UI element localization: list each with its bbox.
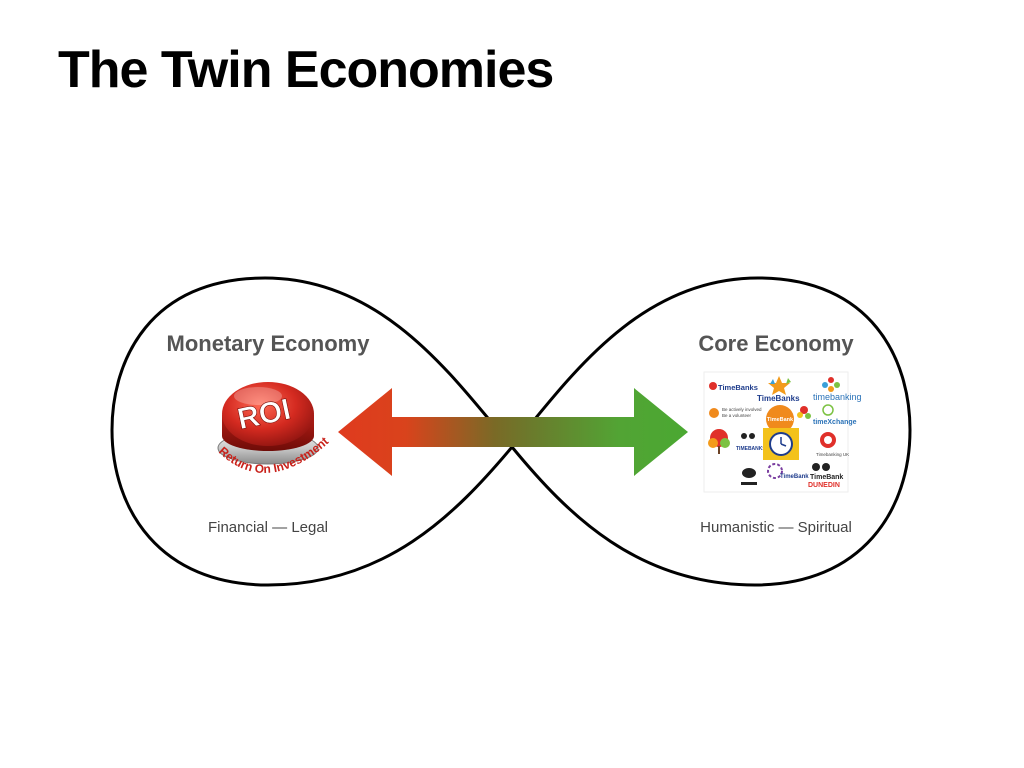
flower-logo-icon [797,406,811,419]
timebank-logo-collage: TimeBanks TimeBanks timebanking Be activ… [703,371,862,493]
core-economy-subtitle: Humanistic — Spiritual [700,519,852,536]
timebanks-logo-text-1: TimeBanks [718,383,758,392]
spiral-logo-icon: TimeBank [767,463,809,480]
double-arrow [338,388,688,476]
timebanks-logo-text-3: TIMEBANKS [736,446,766,452]
timebanks-logo-text-2: TimeBanks [757,394,800,403]
timebanks-logo-icon: TimeBanks [709,382,758,392]
tree-logo-icon [708,429,730,454]
slide-title: The Twin Economies [58,41,554,99]
timebanking-logo-text: timebanking [813,392,862,402]
timebanking-uk-logo-text: Timebanking UK [816,452,849,457]
dunedin-logo-icon: TimeBank DUNEDIN [808,463,843,489]
roi-button-icon: ROI Return On Investment [216,382,331,476]
timebank-badge-text: TimeBank [767,417,794,423]
monetary-economy-title: Monetary Economy [167,331,371,356]
timexchange-logo-text: timeXchange [813,419,857,426]
volunteer-logo-text-1: Be actively involved [722,407,762,412]
timebank-logo-text-2: TimeBank [780,474,809,480]
star-logo-icon: TimeBanks [757,376,800,403]
core-economy-title: Core Economy [698,331,854,356]
timebank-logo-text-3: TimeBank [810,474,843,481]
timexchange-logo-icon: timeXchange [813,404,857,426]
timebanking-uk-logo-icon: Timebanking UK [816,432,849,457]
timebanking-logo-icon: timebanking [813,377,862,402]
figures-logo-icon: TIMEBANKS [736,433,766,452]
clock-logo-icon [763,428,799,460]
dunedin-logo-text: DUNEDIN [808,482,840,489]
volunteer-logo-text-2: Be a volunteer [722,413,752,418]
monetary-economy-subtitle: Financial — Legal [208,519,328,536]
volunteer-logo-icon: Be actively involved Be a volunteer [709,407,762,418]
timebank-badge-icon: TimeBank [766,405,794,433]
pig-logo-icon [741,468,757,485]
